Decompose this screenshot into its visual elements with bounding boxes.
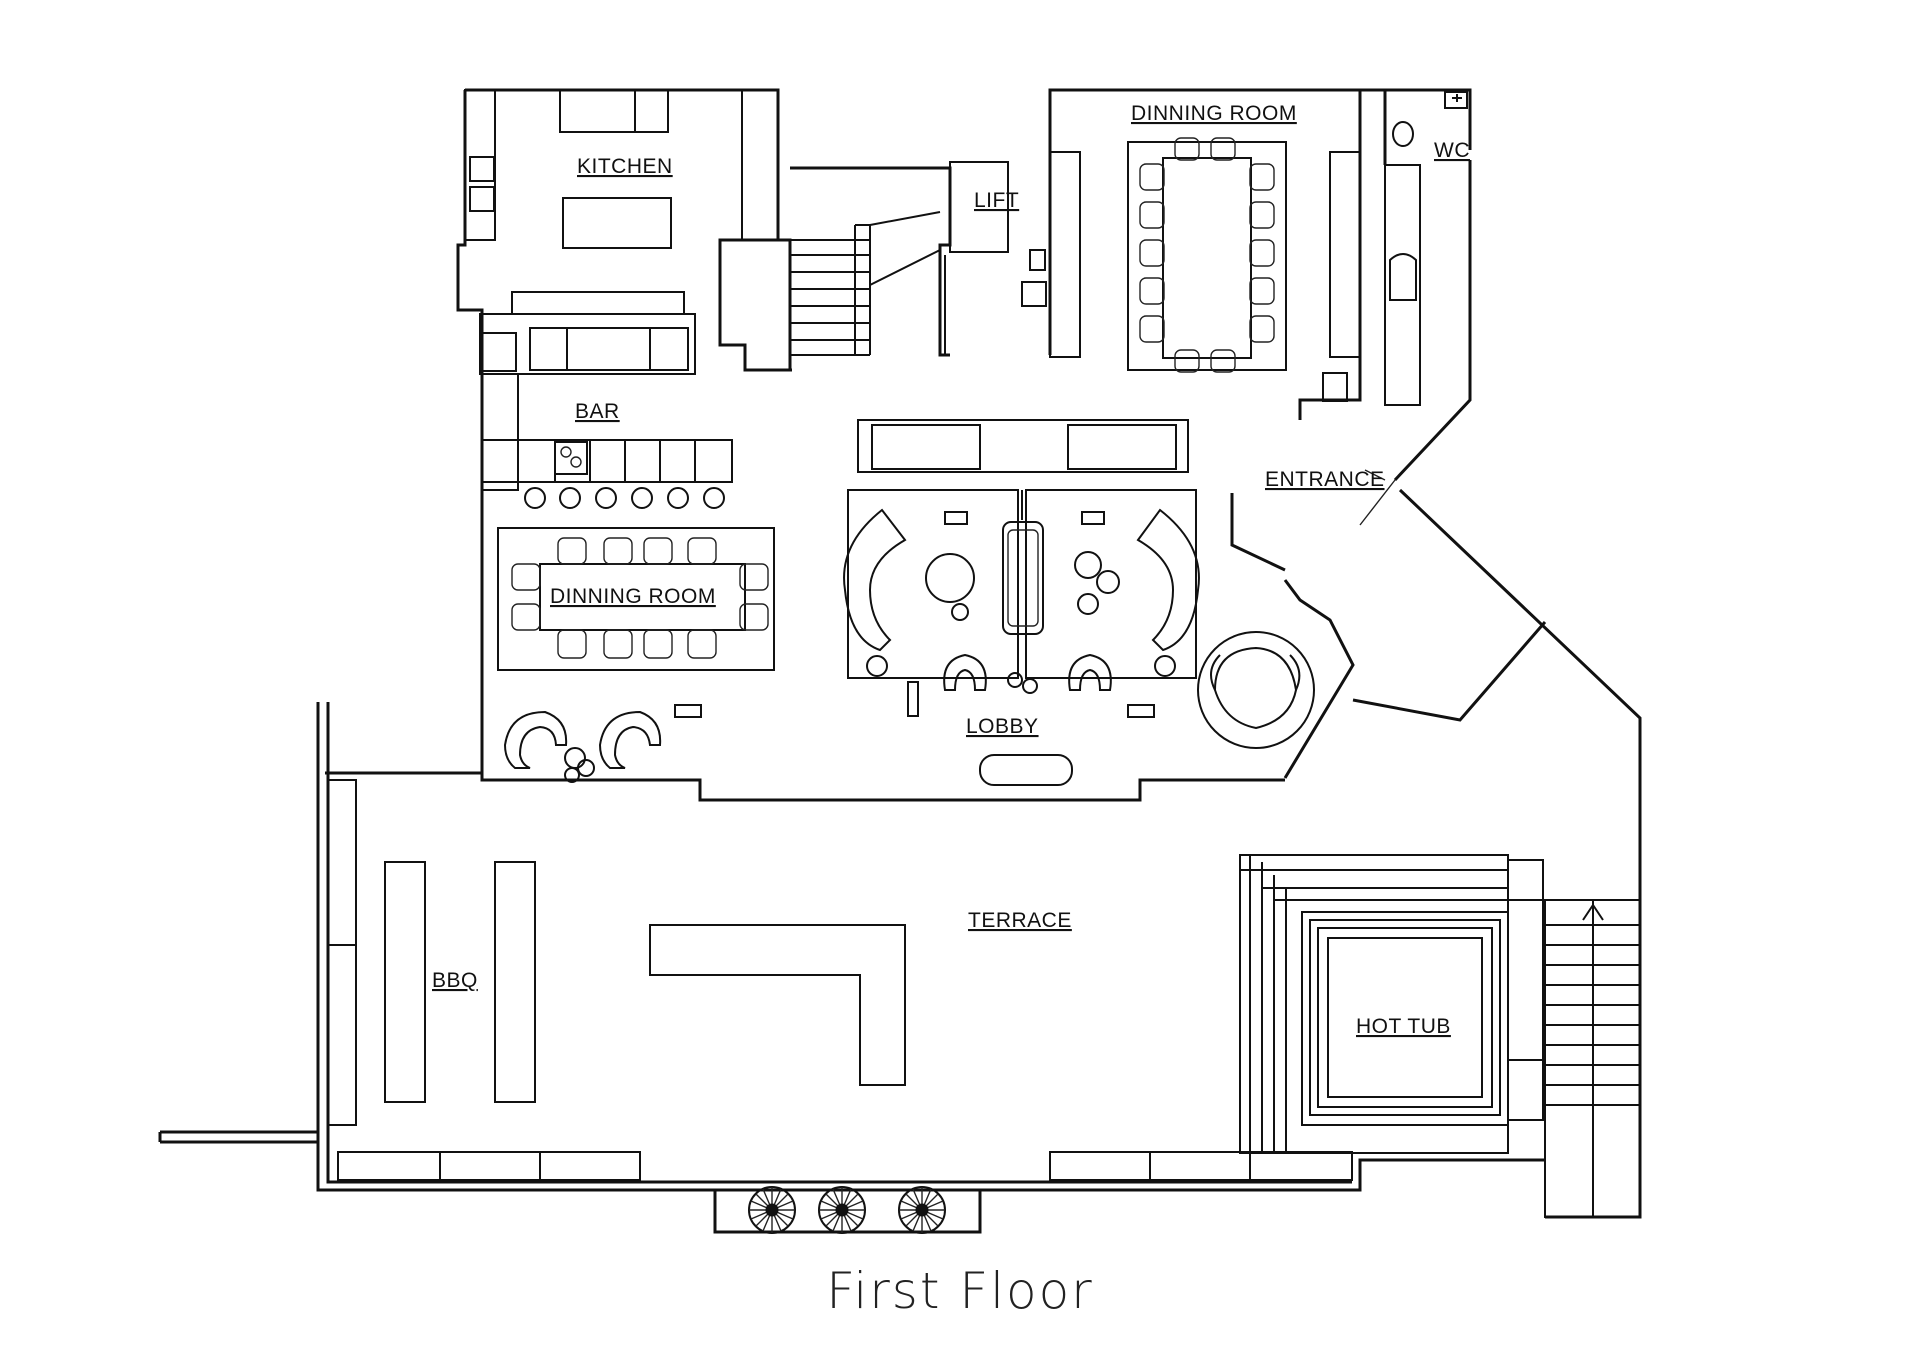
label-bar: BAR	[575, 400, 620, 423]
outer-walls	[158, 88, 1642, 1234]
label-lift: LIFT	[974, 189, 1019, 212]
label-wc: WC	[1434, 139, 1470, 162]
label-entrance: ENTRANCE	[1265, 468, 1385, 491]
dining-bottom-furniture	[497, 527, 775, 671]
label-dining-bottom: DINNING ROOM	[550, 585, 716, 608]
label-lobby: LOBBY	[966, 715, 1039, 738]
label-dining-top: DINNING ROOM	[1131, 102, 1297, 125]
label-terrace: TERRACE	[968, 909, 1072, 932]
wc-fixtures	[1384, 91, 1468, 406]
page-title: First Floor	[826, 1262, 1094, 1320]
bar-furniture	[481, 373, 733, 509]
terrace-furniture	[327, 779, 1353, 1181]
dining-top-furniture	[1049, 137, 1361, 402]
label-kitchen: KITCHEN	[577, 155, 673, 178]
lobby-furniture	[503, 419, 1315, 786]
room-labels: KITCHEN LIFT DINNING ROOM WC BAR ENTRANC…	[432, 102, 1470, 1038]
exterior-stair	[1544, 899, 1641, 1218]
hot-tub	[1239, 854, 1544, 1154]
label-bbq: BBQ	[432, 969, 478, 992]
label-hot-tub: HOT TUB	[1356, 1015, 1451, 1038]
planter-plants	[748, 1186, 946, 1234]
stairs-lift	[790, 161, 1047, 356]
kitchen-furniture	[464, 89, 779, 375]
entrance-door	[1359, 469, 1396, 526]
